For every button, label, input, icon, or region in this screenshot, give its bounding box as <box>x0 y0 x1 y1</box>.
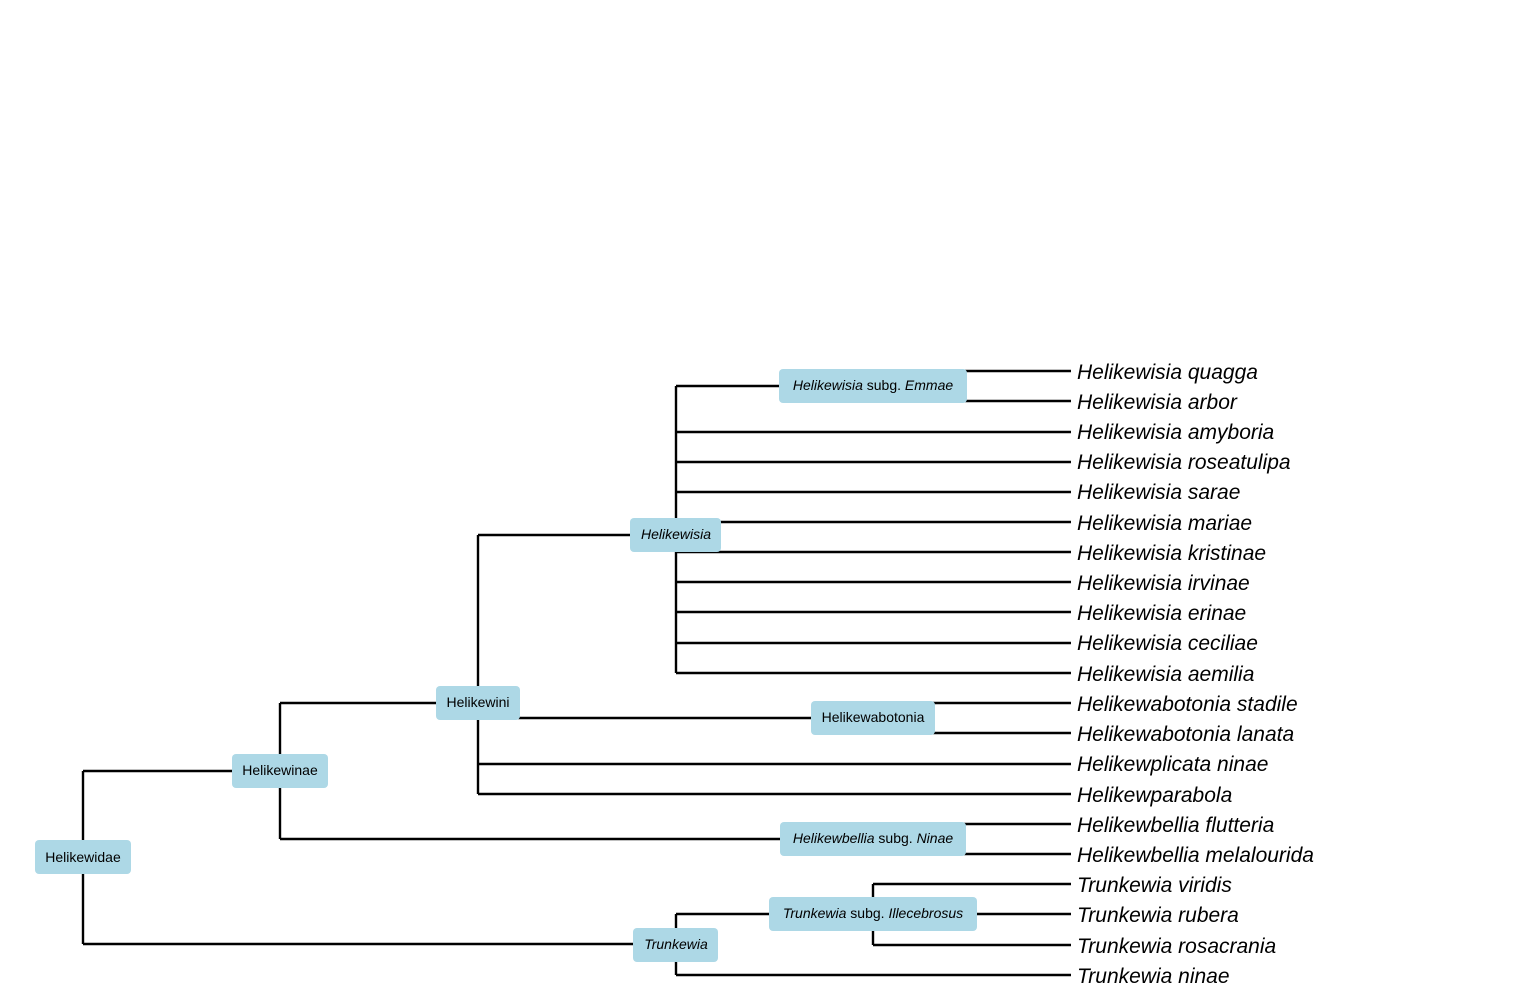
tip-label: Helikewisia kristinae <box>1077 542 1266 565</box>
node-label-emmae: Helikewisia subg. Emmae <box>779 369 967 403</box>
node-box <box>633 928 718 962</box>
node-text: Helikewisia subg. Emmae <box>793 377 954 393</box>
node-epithet: Ninae <box>917 830 954 846</box>
tip-labels: Helikewisia quagga Helikewisia arbor Hel… <box>1077 361 1314 988</box>
tip-label: Helikewisia sarae <box>1077 481 1240 504</box>
tip-label: Helikewabotonia lanata <box>1077 723 1294 746</box>
tip-label: Helikewisia irvinae <box>1077 572 1250 595</box>
tip-label: Helikewisia ceciliae <box>1077 632 1258 655</box>
node-label-helikewidae: Helikewidae <box>35 840 131 874</box>
tip-label: Trunkewia rosacrania <box>1077 935 1276 958</box>
node-rank: subg. <box>878 830 912 846</box>
node-label-trunkewia: Trunkewia <box>633 928 718 962</box>
node-genus: Trunkewia <box>783 905 847 921</box>
node-genus: Helikewisia <box>793 377 863 393</box>
node-label-illecebrosus: Trunkewia subg. Illecebrosus <box>769 897 977 931</box>
tip-label: Helikewisia mariae <box>1077 512 1252 535</box>
node-box <box>232 754 328 788</box>
node-text: Helikewbellia subg. Ninae <box>793 830 954 846</box>
node-label-helikewini: Helikewini <box>436 686 520 720</box>
node-text: Helikewinae <box>242 762 318 778</box>
tip-label: Helikewisia arbor <box>1077 391 1238 414</box>
node-label-helikewabotonia: Helikewabotonia <box>811 701 935 735</box>
tip-label: Helikewisia amyboria <box>1077 421 1274 444</box>
node-rank: subg. <box>867 377 901 393</box>
node-epithet: Emmae <box>905 377 953 393</box>
tip-label: Helikewparabola <box>1077 784 1232 807</box>
node-label-ninae-subg: Helikewbellia subg. Ninae <box>780 822 966 856</box>
node-box <box>769 897 977 931</box>
tip-label: Trunkewia viridis <box>1077 874 1232 897</box>
tip-label: Helikewisia roseatulipa <box>1077 451 1291 474</box>
node-text: Helikewisia <box>641 526 711 542</box>
node-box <box>780 822 966 856</box>
node-text: Helikewabotonia <box>822 709 925 725</box>
tip-label: Helikewbellia flutteria <box>1077 814 1274 837</box>
node-text: Trunkewia <box>644 936 708 952</box>
node-box <box>811 701 935 735</box>
tip-label: Helikewplicata ninae <box>1077 753 1268 776</box>
tip-label: Trunkewia ninae <box>1077 965 1230 988</box>
node-epithet: Illecebrosus <box>888 905 963 921</box>
node-genus: Helikewbellia <box>793 830 875 846</box>
tip-label: Helikewbellia melalourida <box>1077 844 1314 867</box>
tip-label: Helikewisia erinae <box>1077 602 1246 625</box>
node-label-helikewisia: Helikewisia <box>630 518 721 552</box>
node-text: Helikewidae <box>45 849 121 865</box>
tip-label: Helikewisia quagga <box>1077 361 1258 384</box>
node-rank: subg. <box>850 905 884 921</box>
branches <box>81 369 1071 977</box>
tip-label: Trunkewia rubera <box>1077 904 1239 927</box>
node-box <box>630 518 721 552</box>
tip-label: Helikewisia aemilia <box>1077 663 1254 686</box>
node-text: Helikewini <box>446 694 509 710</box>
node-box <box>35 840 131 874</box>
tip-label: Helikewabotonia stadile <box>1077 693 1298 716</box>
node-text: Trunkewia subg. Illecebrosus <box>783 905 963 921</box>
node-label-helikewinae: Helikewinae <box>232 754 328 788</box>
node-box <box>779 369 967 403</box>
node-box <box>436 686 520 720</box>
